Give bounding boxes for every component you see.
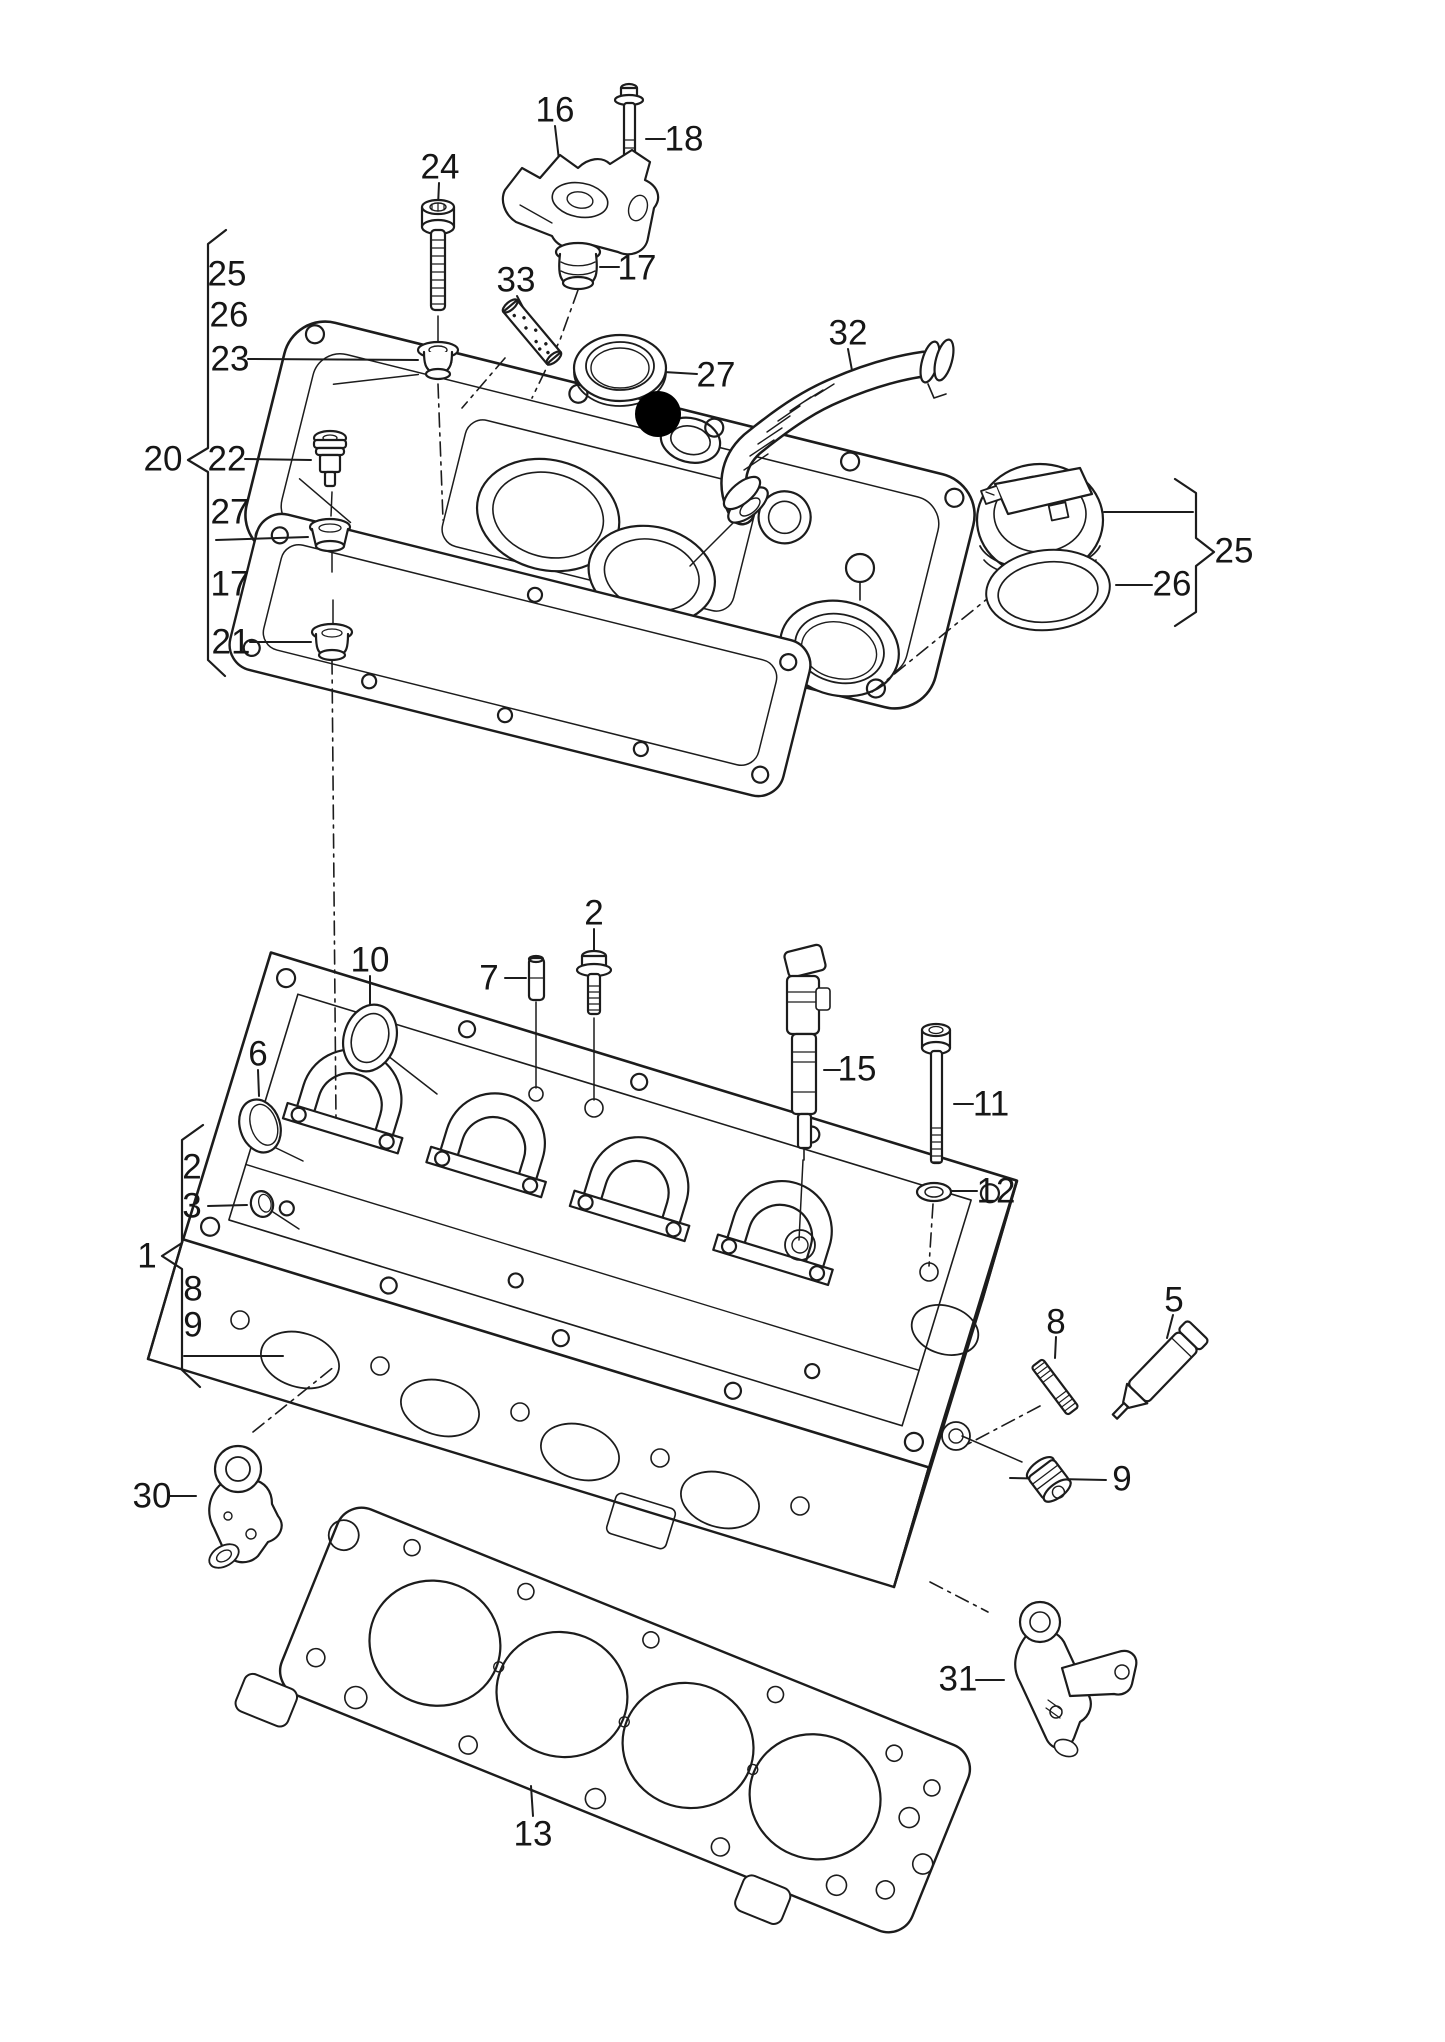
callout-21: 21	[211, 622, 251, 662]
callout-9-left: 9	[183, 1305, 203, 1345]
callout-11: 11	[972, 1084, 1010, 1124]
callout-24: 24	[420, 147, 460, 187]
brace-group-1	[162, 1125, 203, 1387]
callout-27-left: 27	[210, 492, 250, 532]
callout-27-top: 27	[696, 355, 736, 395]
part-grommet-21	[312, 624, 352, 660]
callout-30: 30	[132, 1476, 172, 1516]
part-grommet-23	[418, 342, 458, 379]
callout-18: 18	[664, 119, 704, 159]
part-socket-head-bolt-11	[922, 1024, 950, 1163]
part-stud-8	[1031, 1359, 1078, 1415]
part-dowel-sleeve-33	[501, 297, 564, 367]
part-sealing-cap-6	[233, 1094, 288, 1158]
cylinder-head-gasket	[233, 1489, 978, 1973]
part-retaining-clamp-16	[503, 150, 658, 254]
part-lifting-eye-30	[205, 1446, 281, 1573]
callout-2-left: 2	[182, 1147, 202, 1187]
callout-7: 7	[479, 958, 499, 998]
callout-25-left: 25	[207, 254, 247, 294]
part-breather-hose-32	[719, 338, 957, 529]
callout-8-right: 8	[1046, 1302, 1066, 1342]
callout-15: 15	[837, 1049, 877, 1089]
part-grommet-17-top	[556, 243, 600, 289]
part-cap-gasket-26	[982, 544, 1114, 637]
callout-26-left: 26	[209, 295, 249, 335]
callout-2-mid: 2	[584, 893, 604, 933]
callout-32: 32	[828, 313, 868, 353]
part-sealing-cap-3	[248, 1189, 276, 1220]
callout-20: 20	[143, 439, 183, 479]
leader-lines	[170, 126, 1193, 1816]
callout-17-top: 17	[617, 248, 657, 288]
brace-group-20	[188, 230, 226, 676]
callout-9-right: 9	[1112, 1459, 1132, 1499]
callout-26-right: 26	[1152, 564, 1192, 604]
part-sealant-tube-5	[1104, 1320, 1209, 1427]
callout-31: 31	[938, 1659, 978, 1699]
part-sealing-ring-27-top	[574, 335, 666, 406]
callout-3: 3	[182, 1186, 202, 1226]
callout-6: 6	[248, 1034, 268, 1074]
callout-23: 23	[210, 339, 250, 379]
callout-25-right: 25	[1214, 531, 1254, 571]
part-support-bracket-31	[1015, 1602, 1136, 1760]
callout-8-left: 8	[183, 1269, 203, 1309]
part-seal-cup-27-left	[310, 519, 350, 551]
baffle-plate	[224, 508, 816, 801]
attention-marker-dot	[635, 391, 681, 437]
part-bolt-2	[577, 951, 611, 1014]
part-sealing-ring-10	[335, 998, 405, 1079]
callout-1: 1	[137, 1236, 157, 1276]
callout-16: 16	[535, 90, 575, 130]
callout-17-left: 17	[210, 564, 250, 604]
part-socket-head-bolt-24	[422, 200, 454, 310]
part-injector-15	[783, 944, 830, 1160]
cylinder-head	[148, 953, 1017, 1587]
callout-10: 10	[350, 940, 390, 980]
callout-33: 33	[496, 260, 536, 300]
callout-13: 13	[513, 1814, 553, 1854]
part-dowel-pin-7	[529, 956, 544, 1000]
part-vent-valve-22	[314, 431, 346, 486]
part-washer-12	[917, 1183, 951, 1201]
brace-group-25	[1175, 479, 1214, 626]
valve-cover	[236, 313, 983, 719]
callout-12: 12	[976, 1171, 1016, 1211]
callout-22: 22	[207, 439, 247, 479]
part-screw-plug-9	[1023, 1453, 1074, 1507]
callout-5: 5	[1164, 1280, 1184, 1320]
group-braces	[162, 230, 1214, 1387]
